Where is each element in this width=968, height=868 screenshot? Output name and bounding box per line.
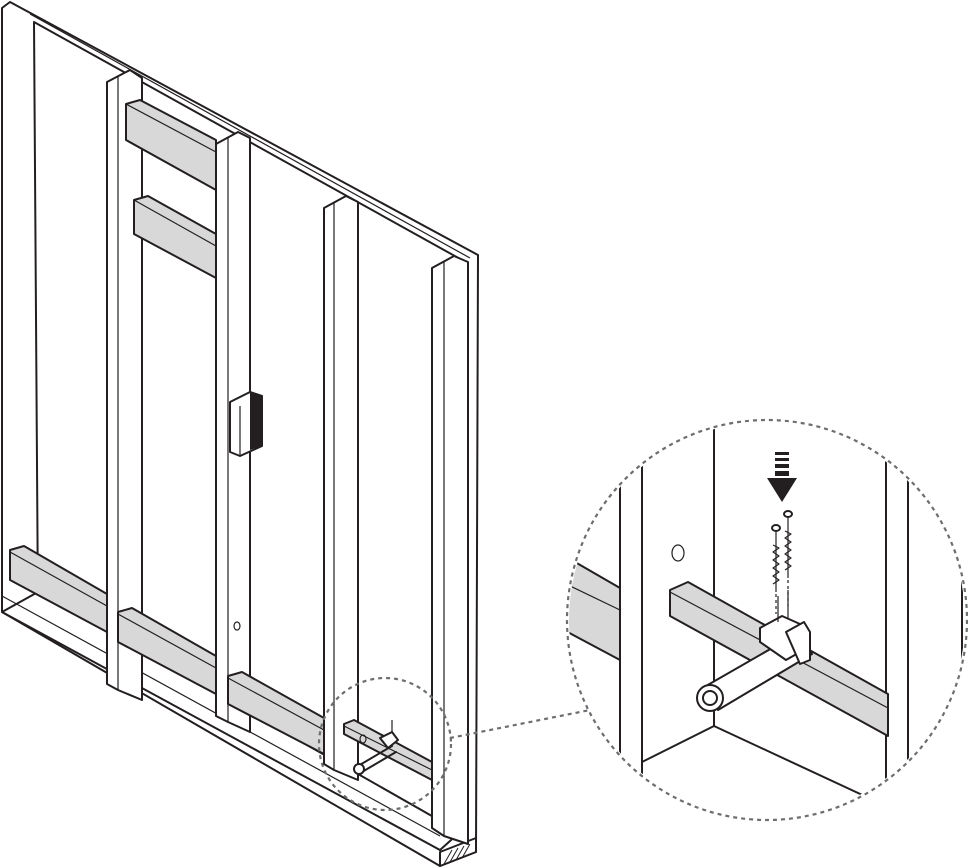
stud-3 [323,195,359,781]
blocking-upper-1 [125,99,217,191]
blocking-lower-1 [9,545,108,633]
blocking-lower-2 [117,607,217,695]
stud-hole-2 [359,734,367,744]
callout-detail-circle [565,418,968,822]
end-grain-hatch [439,837,477,867]
blocking-lower-3 [227,671,325,755]
stud-1 [106,69,143,701]
down-arrow-icon [767,452,797,502]
bracket-small [379,720,399,749]
detail-bracket [759,590,811,665]
screw-1 [771,524,781,614]
electrical-box [229,391,263,457]
detail-stud-hole [671,544,685,562]
stud-4 [431,255,469,845]
blocking-upper-2 [133,195,217,279]
screw-2 [783,510,793,606]
stud-hole [233,621,241,631]
callout-small-circle [317,676,453,812]
top-plate-edge [29,13,471,259]
pipe-small [353,745,397,775]
detail-view [569,422,963,818]
